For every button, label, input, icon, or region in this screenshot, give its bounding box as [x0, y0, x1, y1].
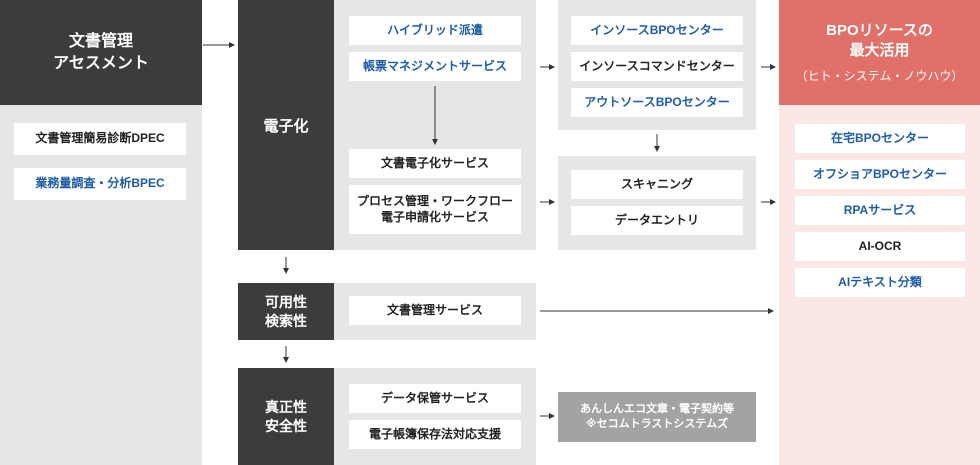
data-storage-service-box: データ保管サービス	[349, 384, 521, 413]
scanning-box: スキャニング	[571, 170, 743, 199]
home-bpo-center-box: 在宅BPOセンター	[795, 124, 965, 153]
bpo-subtitle: （ヒト・システム・ノウハウ）	[795, 69, 964, 84]
outsource-bpo-center-box: アウトソースBPOセンター	[571, 88, 743, 117]
offshore-bpo-center-box: オフショアBPOセンター	[795, 160, 965, 189]
form-management-box: 帳票マネジメントサービス	[349, 52, 521, 81]
ai-text-classification-box: AIテキスト分類	[795, 268, 965, 297]
bpo-header: BPOリソースの 最大活用 （ヒト・システム・ノウハウ）	[779, 0, 980, 105]
ai-ocr-box: AI-OCR	[795, 232, 965, 261]
data-entry-box: データエントリ	[571, 206, 743, 235]
e-book-law-support-box: 電子帳簿保存法対応支援	[349, 420, 521, 449]
insource-bpo-center-box: インソースBPOセンター	[571, 16, 743, 45]
assessment-item-bpec: 業務量調査・分析BPEC	[14, 168, 186, 200]
assessment-item-dpec: 文書管理簡易診断DPEC	[14, 123, 186, 155]
digitization-label: 電子化	[238, 0, 334, 250]
assessment-title: 文書管理 アセスメント	[0, 0, 202, 105]
bpo-title: BPOリソースの 最大活用	[826, 21, 933, 59]
assessment-panel	[0, 105, 202, 465]
rpa-service-box: RPAサービス	[795, 196, 965, 225]
searchability-label: 可用性 検索性	[238, 283, 334, 340]
insource-command-center-box: インソースコマンドセンター	[571, 52, 743, 81]
document-digitization-box: 文書電子化サービス	[349, 149, 521, 178]
secom-partner-box: あんしんエコ文章・電子契約等 ※セコムトラストシステムズ	[558, 392, 756, 442]
document-management-service-box: 文書管理サービス	[349, 296, 521, 325]
hybrid-dispatch-box: ハイブリッド派遣	[349, 16, 521, 45]
security-panel	[334, 368, 536, 465]
security-label: 真正性 安全性	[238, 368, 334, 465]
workflow-service-box: プロセス管理・ワークフロー 電子申請化サービス	[349, 185, 521, 234]
